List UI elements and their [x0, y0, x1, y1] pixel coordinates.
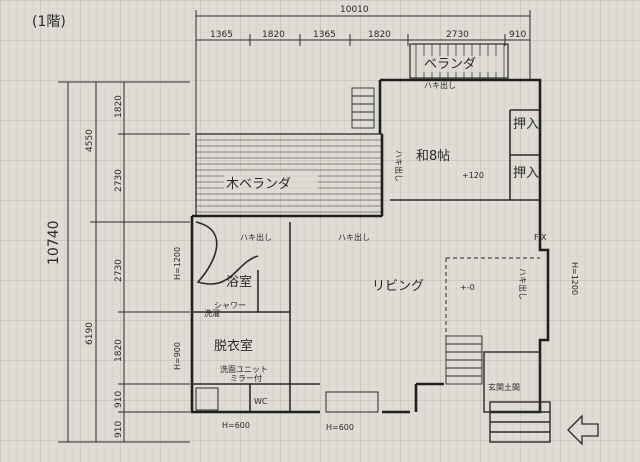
dim-top-2: 1820 [262, 30, 285, 40]
dim-top-5: 2730 [446, 30, 469, 40]
note-hakidashi-2: ハキ出し [394, 150, 404, 182]
dim-top-3: 1365 [313, 30, 336, 40]
entrance-arrow-icon [567, 414, 599, 446]
dim-left-upper: 4550 [85, 129, 95, 152]
dim-left-1: 1820 [114, 95, 124, 118]
room-genkan: 玄関土間 [488, 382, 520, 392]
upper-veranda [409, 43, 509, 79]
note-hakidashi-3: ハキ出し [240, 232, 272, 242]
dim-left-5: 910 [114, 391, 124, 408]
note-mirror: ミラー付 [230, 373, 262, 383]
main-stair [445, 335, 483, 385]
note-washer: 洗濯 [204, 308, 220, 318]
note-hakidashi-1: ハキ出し [424, 80, 456, 90]
living-level-mark: +-0 [460, 283, 475, 292]
room-wc: WC [254, 397, 268, 406]
room-living: リビング [372, 279, 424, 294]
dim-top-4: 1820 [368, 30, 391, 40]
dim-left-4: 1820 [114, 339, 124, 362]
note-h1200-left: H=1200 [173, 247, 182, 280]
wet-area-walls [192, 221, 320, 412]
note-h600-a: H=600 [222, 421, 250, 430]
room-yokushitsu: 浴室 [226, 274, 252, 290]
note-h1200-right: H=1200 [570, 262, 579, 295]
small-stair-top [351, 87, 375, 129]
note-h900: H=900 [173, 342, 182, 370]
note-fix: FIX [534, 233, 547, 242]
dim-top-6: 910 [509, 30, 526, 40]
left-dimension-lines [58, 81, 190, 443]
genkan-walls [483, 351, 551, 443]
note-senmen: 洗面ユニット [220, 364, 268, 374]
top-dimension-lines [195, 10, 531, 134]
dim-top-1: 1365 [210, 30, 233, 40]
note-shower: シャワー [214, 301, 246, 310]
storage-counter [325, 391, 379, 413]
note-hakidashi-5: ハキ出し [518, 268, 528, 300]
dim-left-6: 910 [114, 421, 124, 438]
dim-total-top: 10010 [340, 5, 369, 15]
room-datsuishitsu: 脱衣室 [214, 338, 253, 354]
room-washitsu: 和8帖 [416, 149, 450, 164]
dim-left-3: 2730 [114, 259, 124, 282]
level-120: +120 [462, 171, 484, 180]
dim-left-2: 2730 [114, 169, 124, 192]
room-wood-deck: 木ベランダ [226, 177, 291, 192]
washitsu-walls [390, 109, 540, 201]
room-oshiire-2: 押入 [513, 166, 539, 181]
exterior-walls [190, 78, 550, 414]
room-veranda-top: ベランダ [424, 57, 476, 72]
dim-left-total: 10740 [46, 220, 62, 265]
note-hakidashi-4: ハキ出し [338, 232, 370, 242]
floor-title: (1階) [32, 14, 66, 30]
room-oshiire-1: 押入 [513, 117, 539, 132]
dim-left-lower: 6190 [85, 322, 95, 345]
note-h600-b: H=600 [326, 423, 354, 432]
wc-fixture [195, 387, 219, 411]
